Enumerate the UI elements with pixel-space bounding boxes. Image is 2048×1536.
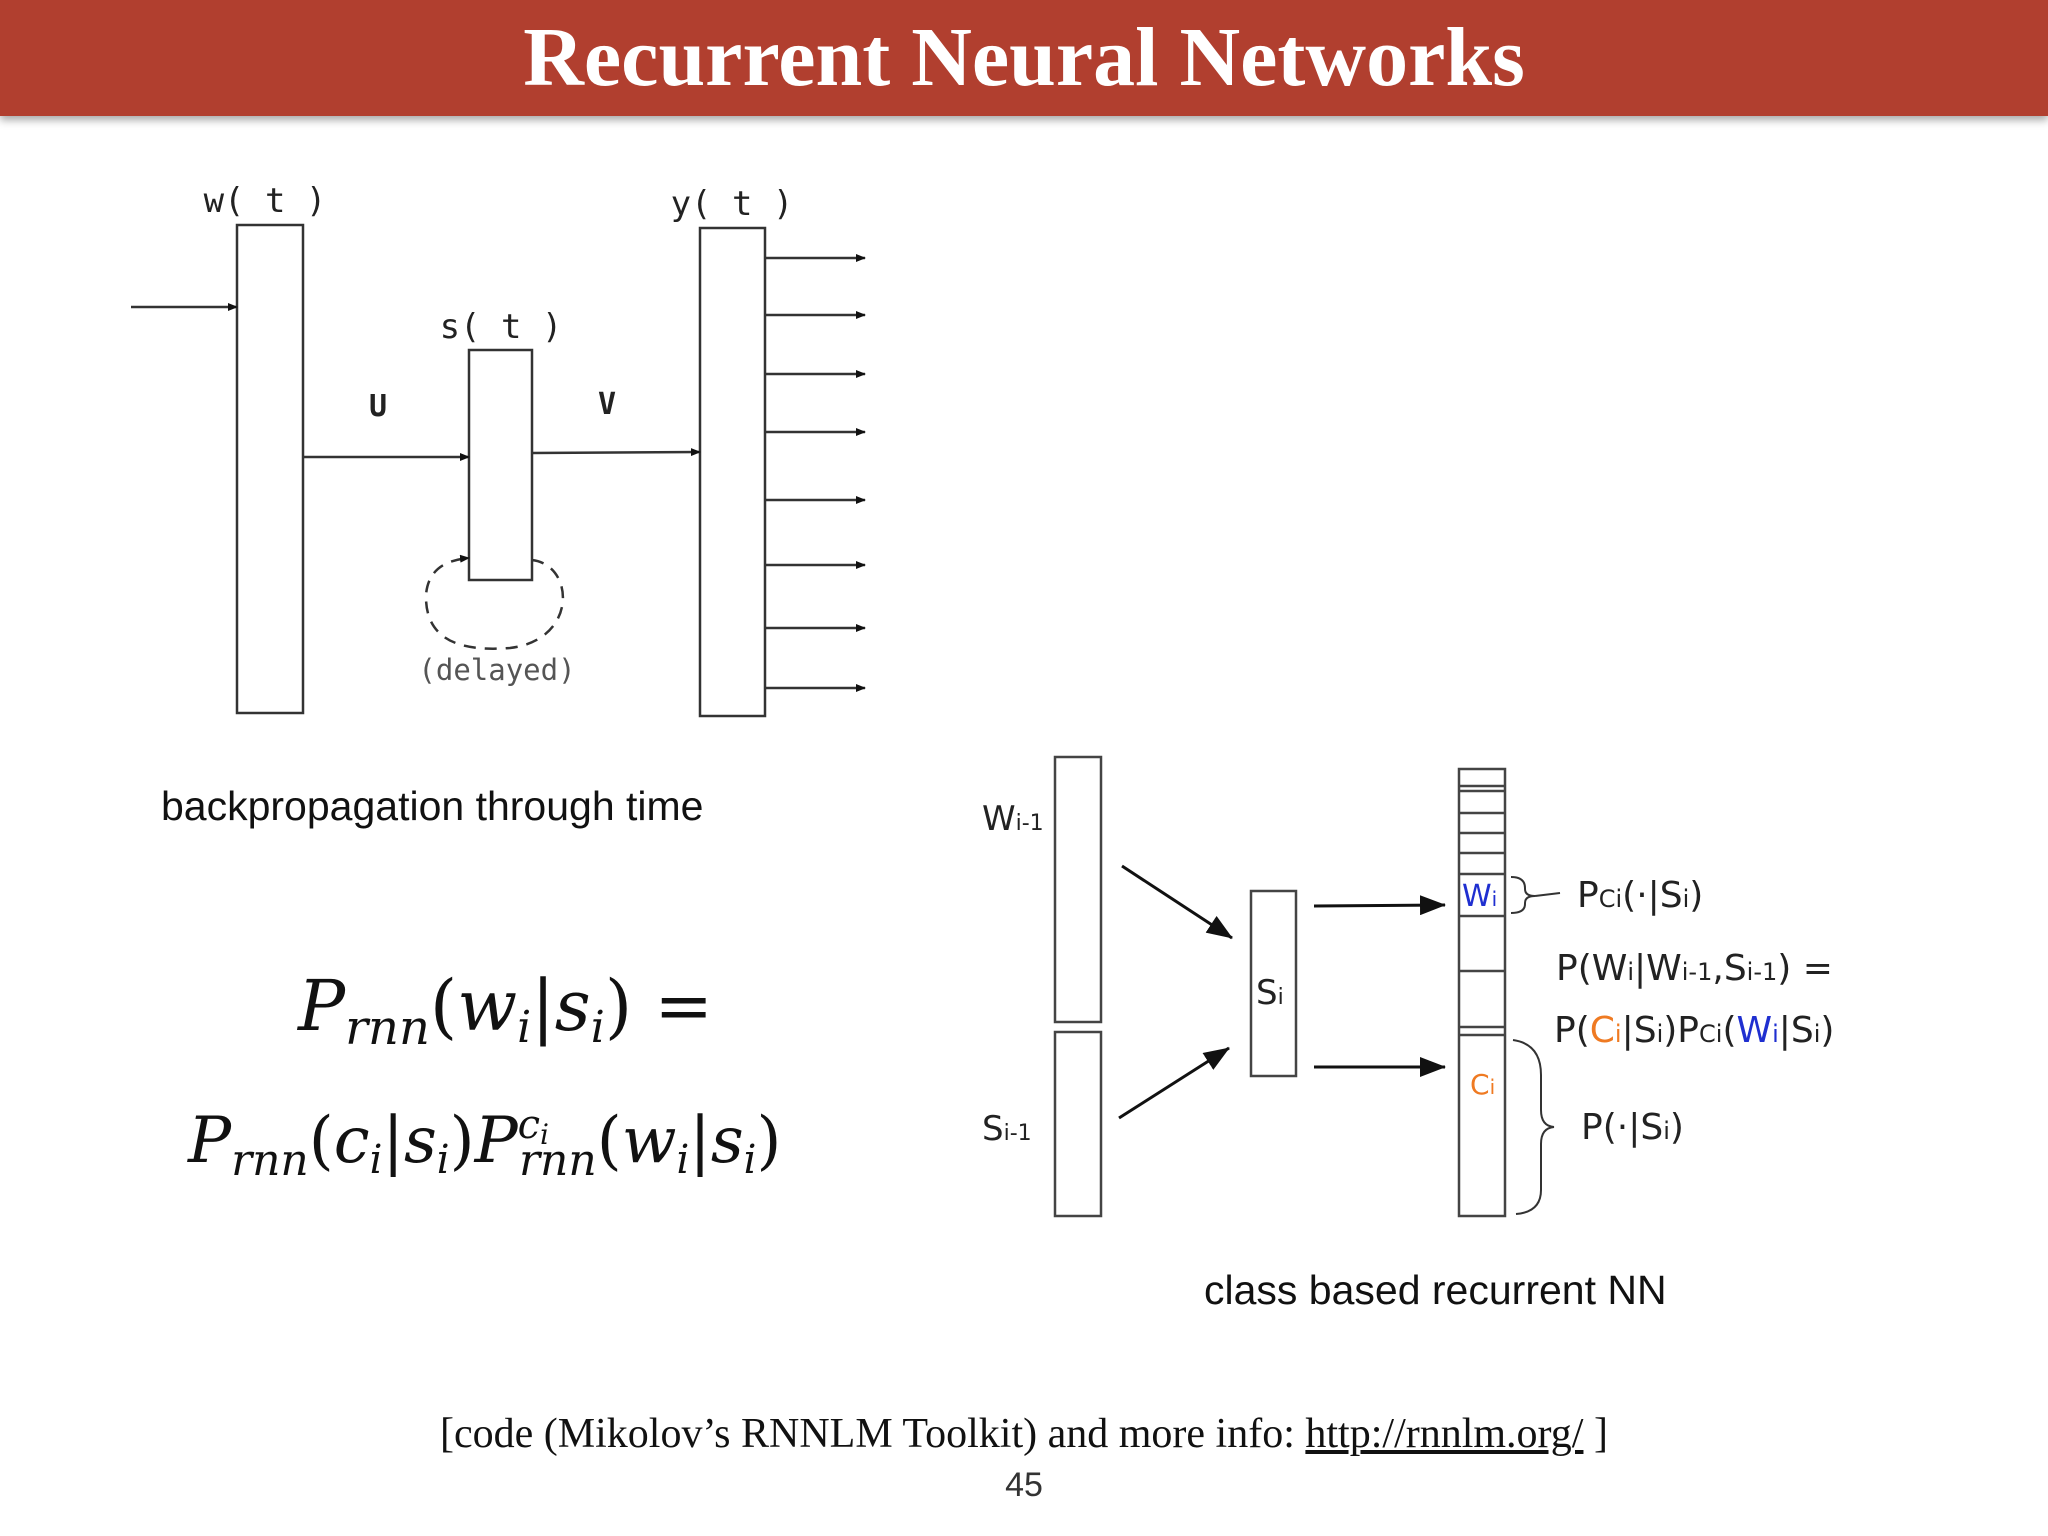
s-prev-box (1053, 1030, 1103, 1218)
output-column (1457, 767, 1507, 1218)
delayed-label: (delayed) (418, 653, 575, 687)
output-layer-box (698, 226, 767, 718)
formula-line1: Prnn(wi|si) = (296, 965, 713, 1056)
weight-u-label: U (369, 389, 387, 424)
output-layer-label: y( t ) (671, 184, 794, 224)
class-cell-label: Ci (1470, 1068, 1495, 1101)
p-class-label: P(·|Si) (1581, 1107, 1684, 1148)
hidden-layer-box (467, 348, 534, 582)
word-brace (1510, 876, 1536, 914)
input-layer-label: w( t ) (204, 181, 327, 221)
bptt-diagram (131, 223, 866, 718)
footer-suffix: ] (1583, 1411, 1608, 1457)
class-diagram-labels: Wi-1 Si-1 Si Wi Ci PCi(·|Si) P(Wi|Wi-1,S… (982, 799, 1834, 1149)
s-prev-to-s-arrow (1118, 1046, 1230, 1120)
s-prev-label: Si-1 (982, 1109, 1032, 1149)
class-rnn-caption: class based recurrent NN (1204, 1267, 1667, 1313)
joint-prob-line2: P(Ci|Si)PCi(Wi|Si) (1554, 1010, 1834, 1051)
s-cur-box (1249, 889, 1298, 1078)
rnnlm-link[interactable]: http://rnnlm.org/ (1305, 1411, 1584, 1457)
word-cell-label: Wi (1462, 879, 1497, 914)
class-diagram (1053, 755, 1561, 1218)
input-layer-box (235, 223, 305, 715)
class-brace (1512, 1039, 1555, 1215)
v-arrow (531, 448, 701, 457)
joint-prob-line1: P(Wi|Wi-1,Si-1) = (1556, 948, 1833, 989)
hidden-layer-label: s( t ) (440, 307, 563, 347)
w-prev-label: Wi-1 (982, 799, 1044, 839)
delayed-loop (424, 554, 565, 650)
output-column-cells (1459, 784, 1505, 1037)
page-number: 45 (1005, 1466, 1043, 1504)
footer-prefix: [code (Mikolov’s RNNLM Toolkit) and more… (440, 1411, 1306, 1457)
bptt-labels: w( t ) s( t ) y( t ) U V (delayed) (204, 181, 794, 687)
s-cur-label: Si (1256, 973, 1284, 1013)
pc-word-label: PCi(·|Si) (1577, 875, 1703, 916)
title-bar (0, 0, 2048, 116)
footer-note: [code (Mikolov’s RNNLM Toolkit) and more… (0, 1410, 2048, 1458)
output-arrows (765, 254, 866, 692)
s-to-word-arrow (1313, 895, 1446, 916)
weight-v-label: V (598, 387, 616, 422)
slide-title: Recurrent Neural Networks (523, 11, 1525, 104)
bptt-caption: backpropagation through time (161, 783, 704, 829)
w-prev-to-s-arrow (1121, 864, 1233, 940)
w-prev-box (1053, 755, 1103, 1024)
